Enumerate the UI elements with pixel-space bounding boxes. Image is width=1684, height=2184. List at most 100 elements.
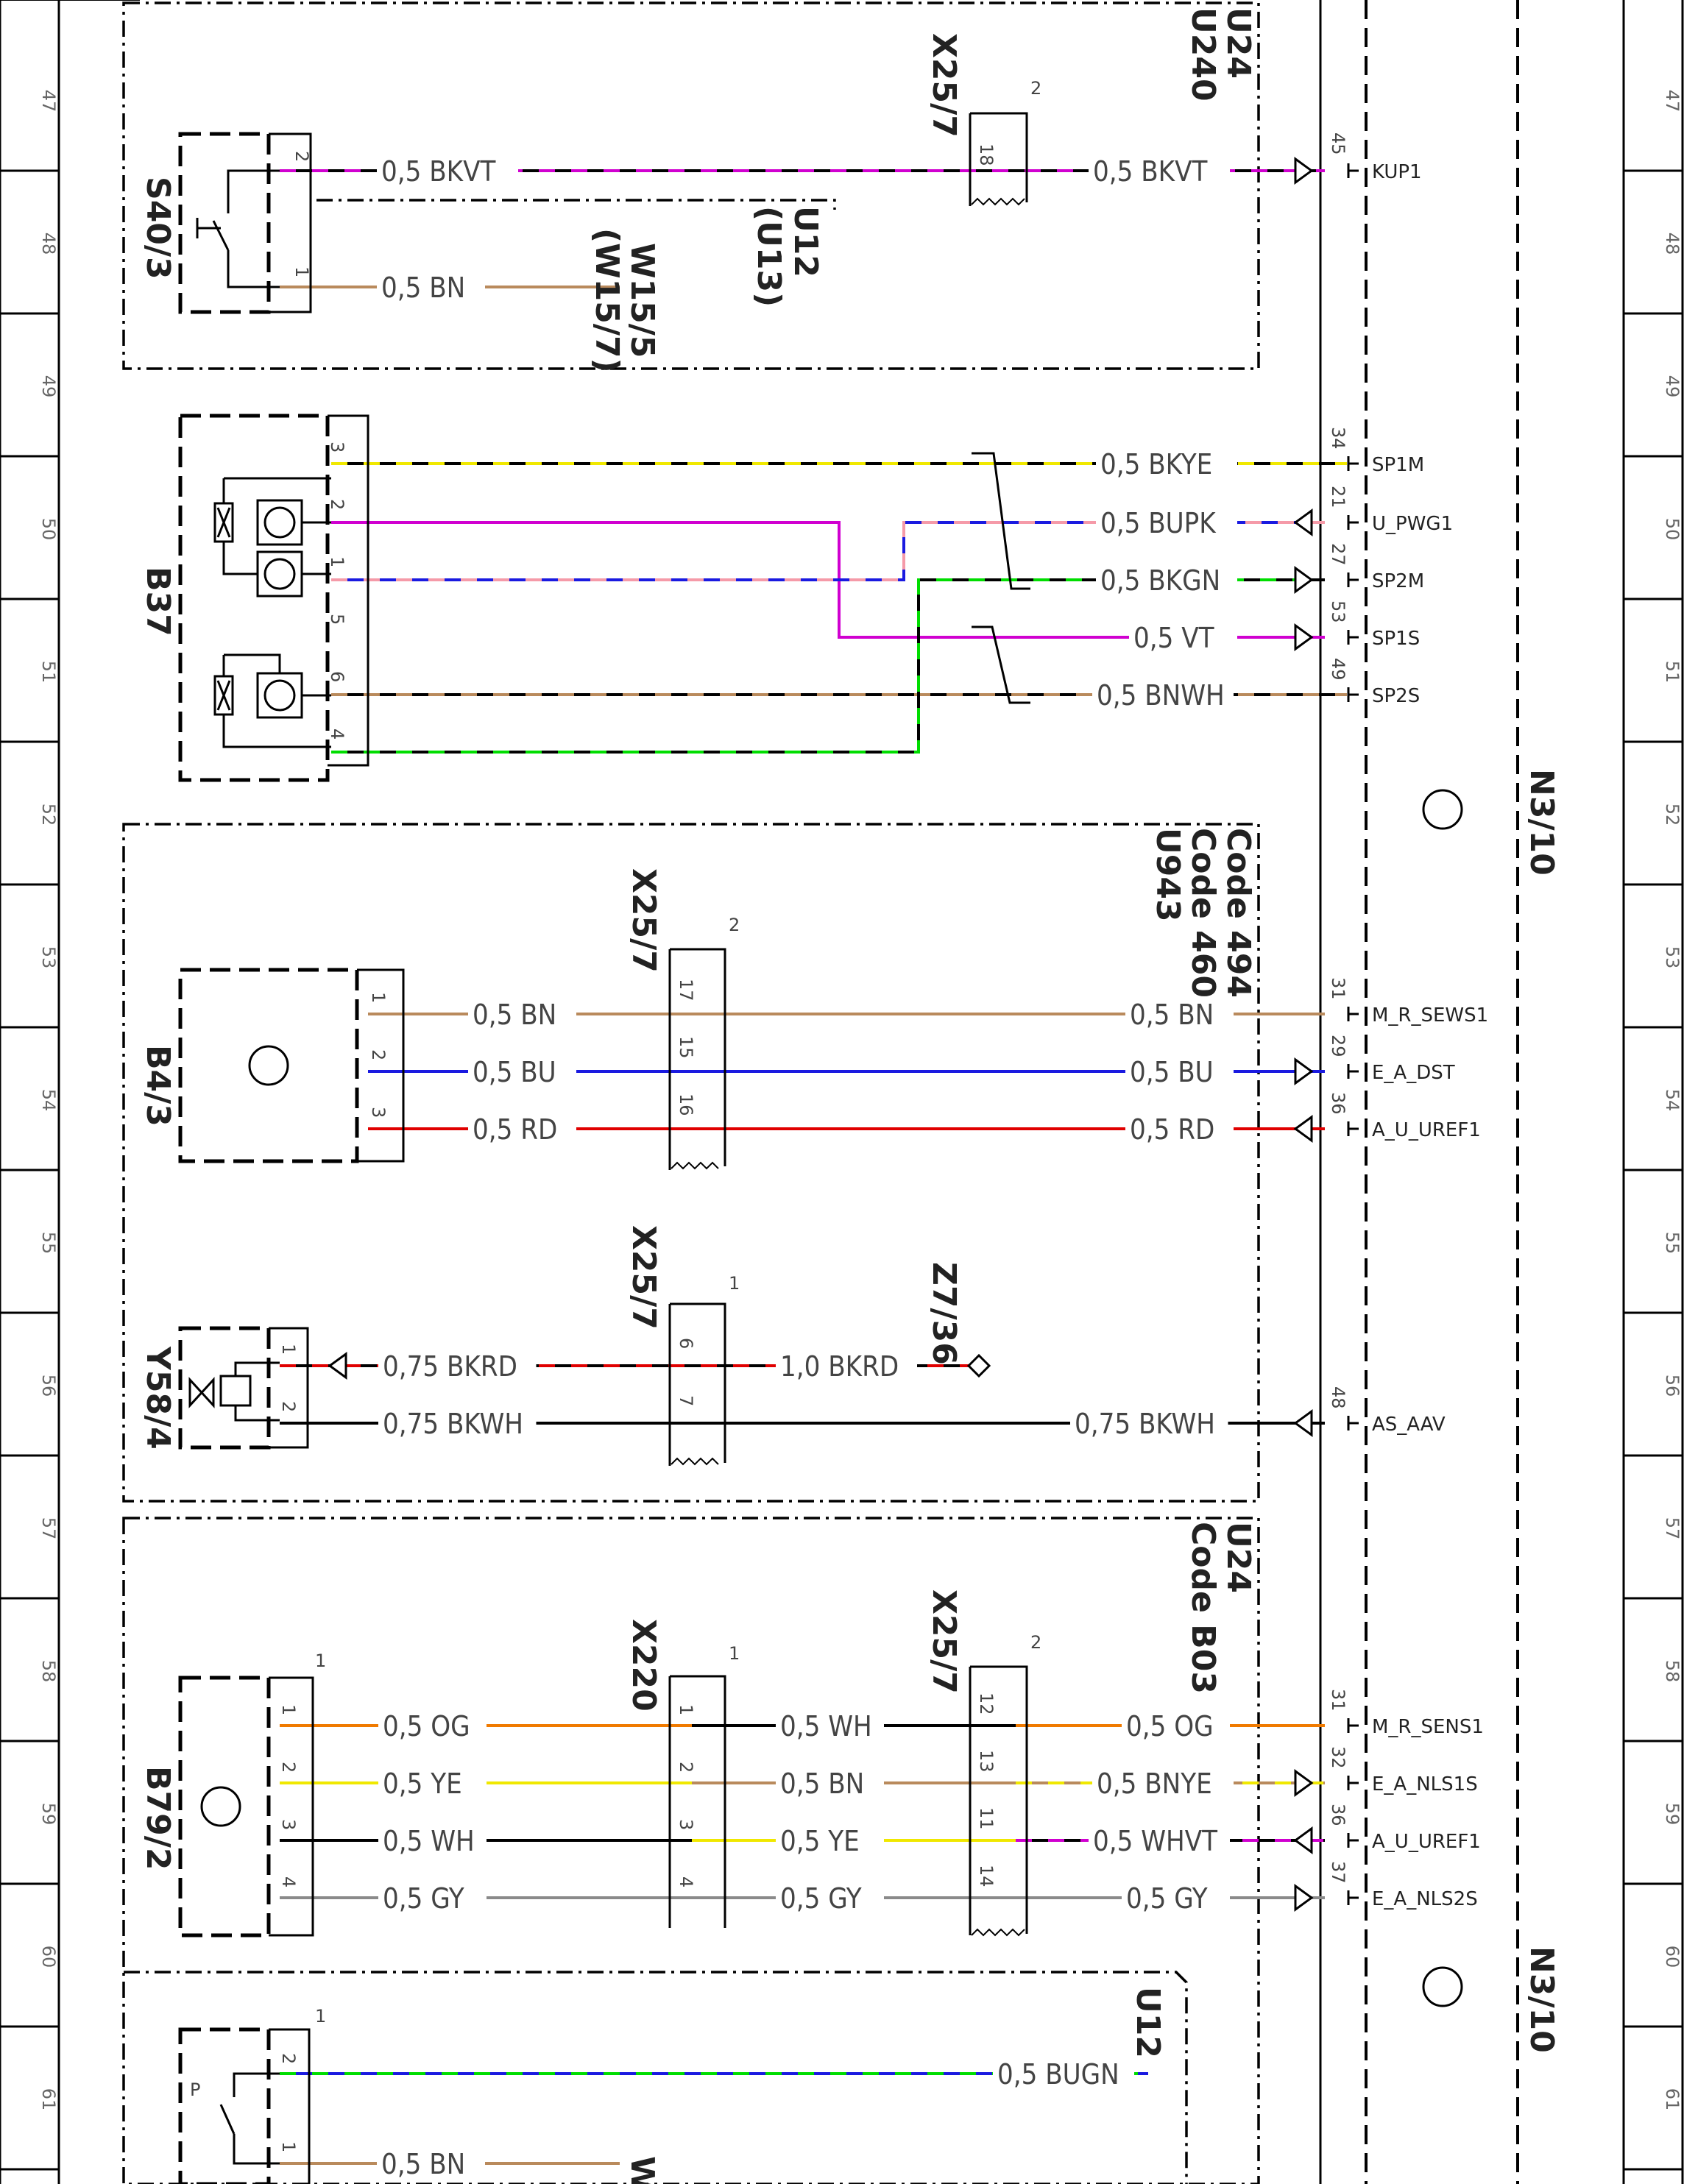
wire-label: 0,5 YE — [780, 1825, 860, 1857]
module-box-u24-u240 — [122, 1, 1260, 370]
row-number: 49 — [38, 375, 59, 398]
connector-number: 1 — [729, 1273, 740, 1294]
s40-switch-symbol — [196, 169, 280, 288]
signal-e-a-nls2s: E_A_NLS2S — [1372, 1888, 1478, 1910]
row-number: 61 — [38, 2088, 59, 2111]
pin-number: 31 — [1328, 977, 1348, 1000]
wire-label: 0,5 BU — [1130, 1056, 1214, 1088]
row-number: 54 — [38, 1089, 59, 1112]
pin-number: 1 — [278, 2141, 299, 2152]
row-number: 52 — [1662, 804, 1683, 826]
signal-kup1: KUP1 — [1372, 161, 1422, 183]
pin-number: 1 — [278, 1344, 299, 1355]
pin-number: 11 — [976, 1807, 997, 1830]
pin-number: 37 — [1328, 1861, 1348, 1884]
row-number: 59 — [38, 1803, 59, 1826]
signal-a-u-uref1a: A_U_UREF1 — [1372, 1119, 1481, 1141]
x25-7-low-connector — [969, 1665, 1028, 1935]
signal-e-a-dst: E_A_DST — [1372, 1062, 1455, 1084]
row-number: 50 — [38, 518, 59, 541]
x25-7-top-connector — [969, 112, 1028, 206]
row-number: 48 — [1662, 233, 1683, 255]
connector-number: 1 — [315, 2006, 326, 2027]
n3-10-sensor-symbol-1 — [1422, 789, 1463, 830]
box-top-label-u240: U240 — [1184, 7, 1222, 102]
s40-pinblock — [269, 132, 312, 313]
module-box-u24-b03 — [122, 1517, 1260, 2184]
wire-label: 0,5 RD — [1130, 1113, 1214, 1146]
pin-number: 2 — [676, 1762, 696, 1773]
pin-number: 36 — [1328, 1092, 1348, 1115]
b37-housing — [178, 414, 330, 782]
box-low-label-u24: U24 — [1220, 1522, 1257, 1593]
pin-number: 36 — [1328, 1804, 1348, 1826]
pin-number: 5 — [327, 614, 347, 625]
box-mid-label-code460: Code 460 — [1184, 828, 1222, 998]
pin-number: 49 — [1328, 658, 1348, 681]
pin-number: 4 — [327, 728, 347, 740]
b4-3-sensor-symbol — [248, 1045, 289, 1086]
connector-number: 2 — [1030, 78, 1041, 99]
pin-number: 48 — [1328, 1386, 1348, 1409]
row-number: 59 — [1662, 1803, 1683, 1826]
pin-number: 2 — [278, 1401, 299, 1412]
pin-number: 53 — [1328, 600, 1348, 623]
z7-36-splice — [966, 1353, 991, 1378]
box-mid-label-code494: Code 494 — [1220, 828, 1257, 998]
row-number: 55 — [1662, 1232, 1683, 1255]
signal-sp2m: SP2M — [1372, 570, 1424, 592]
y58-pinblock — [269, 1327, 309, 1449]
signal-m-r-sens1: M_R_SENS1 — [1372, 1716, 1484, 1738]
row-number: 56 — [38, 1375, 59, 1397]
box-top-label-u24: U24 — [1220, 7, 1257, 79]
wire-label: 0,5 BNYE — [1097, 1768, 1212, 1800]
pin-number: 1 — [368, 992, 389, 1003]
b79-pinblock — [269, 1676, 314, 1937]
b79-2-label: B79/2 — [139, 1766, 177, 1870]
pin-number: 32 — [1328, 1746, 1348, 1769]
wire-label: 0,5 GY — [780, 1882, 862, 1915]
module-box-code494 — [122, 823, 1260, 1503]
row-number: 60 — [38, 1946, 59, 1968]
wire-bkgn — [331, 578, 1325, 754]
wire-label: 0,5 RD — [473, 1113, 557, 1146]
wire-label: 0,5 BN — [381, 2148, 465, 2180]
pin-number: 1 — [327, 556, 347, 567]
b37-pinblock — [328, 414, 369, 767]
connector-number: 1 — [315, 1651, 326, 1671]
pin-number: 1 — [676, 1704, 696, 1715]
connector-number: 2 — [729, 915, 740, 935]
pin-number: 2 — [278, 1762, 299, 1773]
b4-3-label: B4/3 — [139, 1045, 177, 1127]
row-number: 57 — [1662, 1517, 1683, 1540]
y58-valve-symbol — [188, 1361, 280, 1422]
pin-number: 13 — [976, 1750, 997, 1773]
signal-u-pwg1: U_PWG1 — [1372, 513, 1453, 535]
wire-label: 0,5 OG — [1126, 1710, 1214, 1742]
wire-label: 0,5 YE — [383, 1768, 462, 1800]
signal-e-a-nls1s: E_A_NLS1S — [1372, 1773, 1478, 1795]
wire-label: 0,5 BKYE — [1100, 448, 1212, 481]
wire-label: 0,5 WHVT — [1093, 1825, 1217, 1857]
b37-label: B37 — [139, 567, 177, 637]
signal-a-u-uref1b: A_U_UREF1 — [1372, 1831, 1481, 1853]
pin-number: 18 — [976, 143, 997, 166]
x25-7-label-top: X25/7 — [925, 33, 963, 138]
pin-number: 3 — [368, 1107, 389, 1118]
w15-5-label: W15/5 — [623, 243, 661, 358]
pin-number: 16 — [676, 1093, 696, 1116]
pressure-label: P — [190, 2080, 200, 2100]
wire-label: 0,5 WH — [383, 1825, 475, 1857]
wire-label: 0,5 BUPK — [1100, 507, 1217, 539]
wire-label: 0,75 BKWH — [383, 1408, 523, 1440]
n3-10-label-2: N3/10 — [1523, 1946, 1560, 2053]
u12-label: U12 — [787, 206, 824, 277]
pin-number: 4 — [278, 1876, 299, 1887]
pin-number: 6 — [327, 671, 347, 682]
signal-sp2s: SP2S — [1372, 685, 1420, 707]
n3-10-label-1: N3/10 — [1523, 769, 1560, 876]
wire-label: 0,5 BUGN — [997, 2058, 1119, 2091]
signal-m-r-sews1: M_R_SEWS1 — [1372, 1004, 1488, 1027]
pswitch-pinblock — [269, 2028, 311, 2184]
